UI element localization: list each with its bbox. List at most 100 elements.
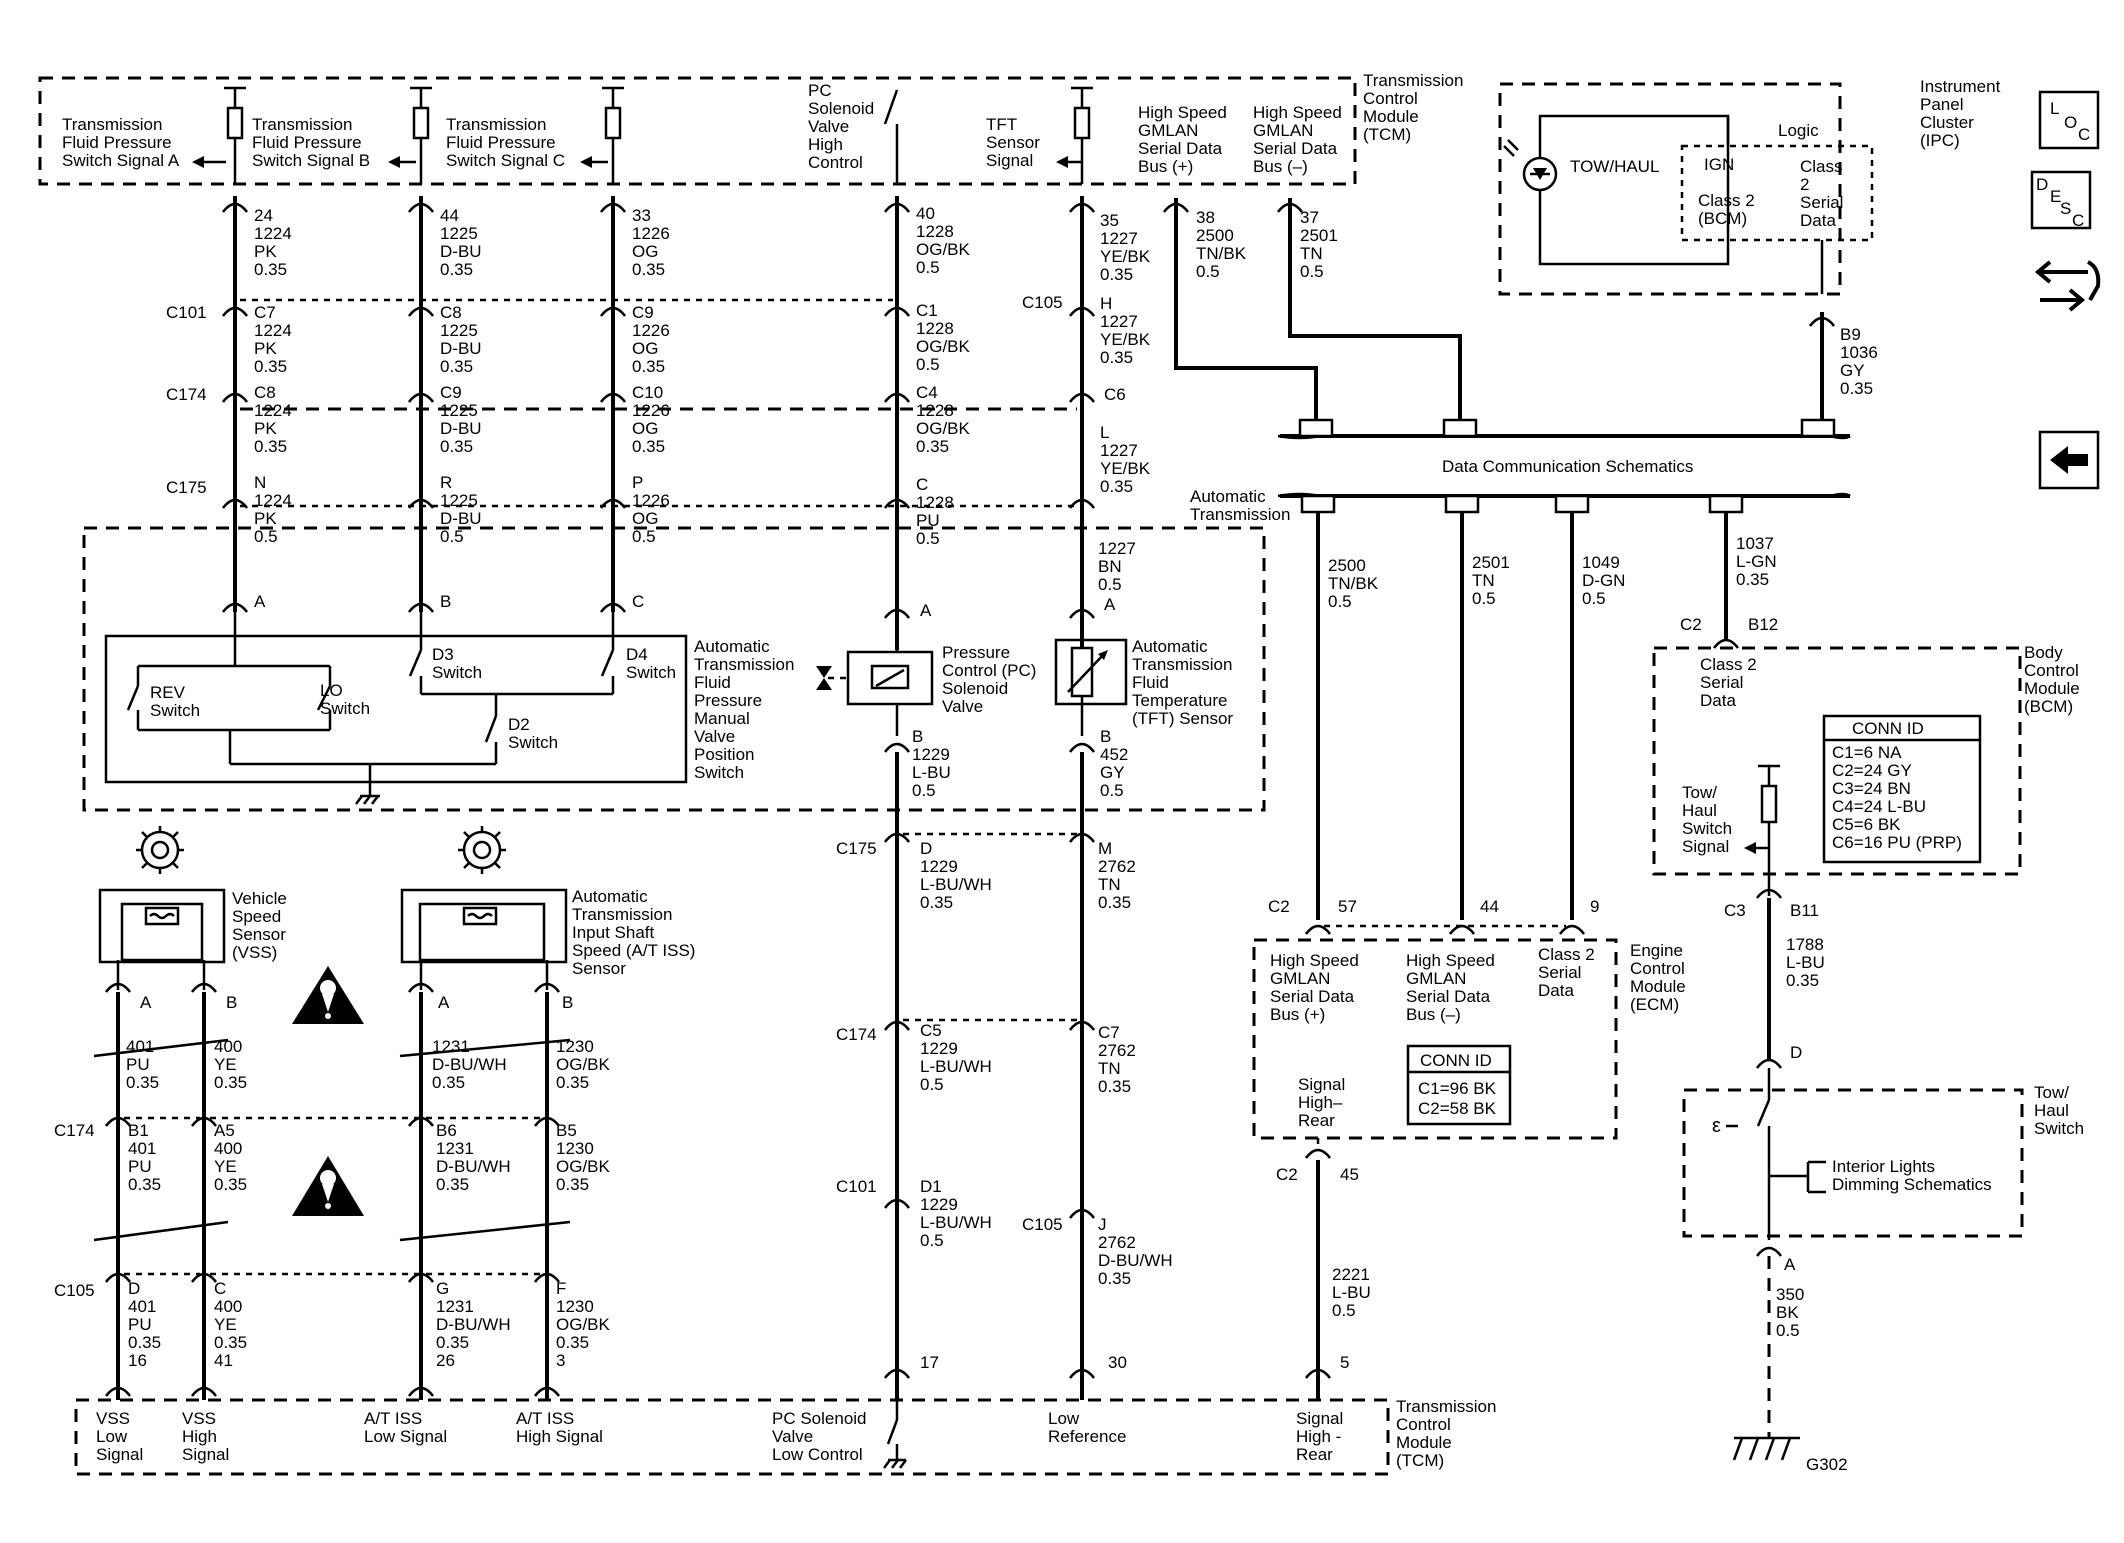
label-line: J <box>1098 1215 1107 1234</box>
svg-text:57: 57 <box>1338 897 1357 916</box>
svg-text:C: C <box>632 592 644 611</box>
label-line: (ECM) <box>1630 995 1679 1014</box>
label-line: 0.35 <box>128 1175 161 1194</box>
label-line: OG/BK <box>916 240 971 259</box>
label-line: PU <box>128 1315 152 1334</box>
label-line: Signal <box>96 1445 143 1464</box>
label-line: PK <box>254 419 277 438</box>
label-line: Automatic <box>694 637 770 656</box>
label-line: Switch <box>2034 1119 2084 1138</box>
label-line: Haul <box>1682 801 1717 820</box>
label-line: 0.35 <box>214 1333 247 1352</box>
svg-text:C101: C101 <box>166 303 207 322</box>
label-line: 400 <box>214 1037 242 1056</box>
label-line: B6 <box>436 1121 457 1140</box>
label-line: Switch Signal B <box>252 151 370 170</box>
label-line: 26 <box>436 1351 455 1370</box>
label-line: 1230 <box>556 1037 594 1056</box>
connector-end-view-icon[interactable] <box>2034 260 2101 312</box>
label-line: 0.5 <box>920 1231 944 1250</box>
label-line: B9 <box>1840 325 1861 344</box>
label-line: P <box>632 473 643 492</box>
label-line: Transmission <box>62 115 162 134</box>
label-line: 0.5 <box>916 529 940 548</box>
label-line: Panel <box>1920 95 1963 114</box>
label-line: Low <box>1048 1409 1080 1428</box>
connector-labels-middle: C175 C174 C101 C105 <box>836 839 1063 1234</box>
label-line: Sensor <box>232 925 286 944</box>
svg-text:B: B <box>226 993 237 1012</box>
label-line: B1 <box>128 1121 149 1140</box>
label-line: 0.35 <box>128 1333 161 1352</box>
label-line: Switch <box>694 763 744 782</box>
label-line: 401 <box>128 1139 156 1158</box>
label-line: PK <box>254 509 277 528</box>
svg-text:C101: C101 <box>836 1177 877 1196</box>
label-line: 2 <box>1800 175 1809 194</box>
label-line: YE <box>214 1157 237 1176</box>
label-line: LO <box>320 681 343 700</box>
label-line: YE <box>214 1055 237 1074</box>
label-line: YE/BK <box>1100 459 1151 478</box>
label-line: B <box>1100 727 1111 746</box>
label-line: 1225 <box>440 401 478 420</box>
label-line: 2762 <box>1098 1233 1136 1252</box>
svg-text:ε: ε <box>1712 1115 1721 1137</box>
label-line: 44 <box>440 206 459 225</box>
label-line: D-GN <box>1582 571 1625 590</box>
label-line: Control <box>1396 1415 1451 1434</box>
svg-text:A: A <box>140 993 152 1012</box>
desc-icon[interactable]: D E S C <box>2030 170 2092 230</box>
loc-icon[interactable]: L O C <box>2038 90 2100 150</box>
label-line: L-BU/WH <box>920 1057 992 1076</box>
label-line: High <box>182 1427 217 1446</box>
label-line: L-BU <box>1332 1283 1371 1302</box>
label-line: TN/BK <box>1328 574 1379 593</box>
warning-icon-1 <box>292 966 364 1024</box>
label-line: 401 <box>128 1297 156 1316</box>
label-line: 1788 <box>1786 935 1824 954</box>
svg-text:C: C <box>2078 125 2090 144</box>
label-line: Module <box>1363 107 1419 126</box>
label-line: 0.35 <box>126 1073 159 1092</box>
back-arrow-icon[interactable] <box>2038 430 2100 490</box>
label-line: 1226 <box>632 401 670 420</box>
svg-text:C174: C174 <box>54 1121 95 1140</box>
label-line: Valve <box>942 697 983 716</box>
label-line: (TCM) <box>1363 125 1411 144</box>
label-line: TN <box>1472 571 1495 590</box>
label-line: Body <box>2024 643 2063 662</box>
svg-text:B: B <box>562 993 573 1012</box>
label-line: 1037 <box>1736 534 1774 553</box>
svg-text:C105: C105 <box>1022 1215 1063 1234</box>
label-line: OG/BK <box>916 337 971 356</box>
label-line: (BCM) <box>1698 209 1747 228</box>
label-line: 1227 <box>1100 441 1138 460</box>
label-line: 3 <box>556 1351 565 1370</box>
label-line: Transmission <box>1396 1397 1496 1416</box>
label-line: PU <box>916 511 940 530</box>
label-line: 2762 <box>1098 857 1136 876</box>
label-line: GY <box>1840 361 1865 380</box>
label-line: Temperature <box>1132 691 1227 710</box>
